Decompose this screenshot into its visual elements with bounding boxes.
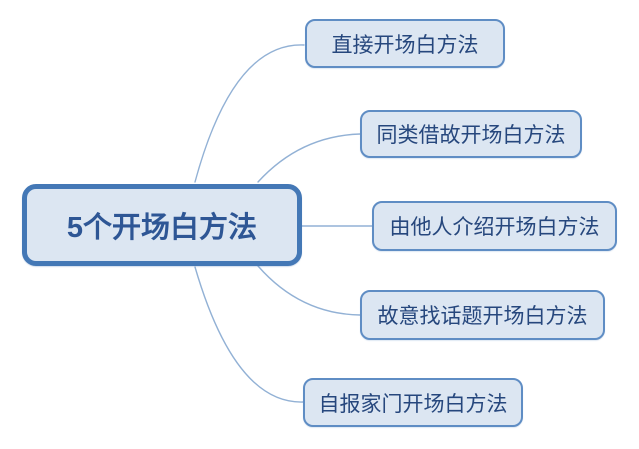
root-node-label: 5个开场白方法 [66, 212, 258, 244]
root-node[interactable]: 5个开场白方法 [22, 184, 302, 266]
branch-node-2[interactable]: 同类借故开场白方法 [360, 110, 582, 158]
branch-node-1-label: 直接开场白方法 [331, 33, 479, 57]
branch-node-1[interactable]: 直接开场白方法 [305, 19, 505, 68]
connector-root-to-branch-1 [194, 44, 305, 183]
branch-node-5[interactable]: 自报家门开场白方法 [303, 378, 523, 427]
connector-root-to-branch-2 [257, 133, 361, 183]
connector-root-to-branch-4 [257, 265, 361, 316]
branch-node-5-label: 自报家门开场白方法 [318, 392, 508, 416]
connector-root-to-branch-5 [194, 266, 304, 403]
branch-node-3[interactable]: 由他人介绍开场白方法 [372, 201, 617, 251]
branch-node-2-label: 同类借故开场白方法 [376, 124, 566, 147]
branch-node-4-label: 故意找话题开场白方法 [377, 305, 588, 328]
branch-node-3-label: 由他人介绍开场白方法 [389, 216, 600, 239]
branch-node-4[interactable]: 故意找话题开场白方法 [360, 290, 605, 340]
